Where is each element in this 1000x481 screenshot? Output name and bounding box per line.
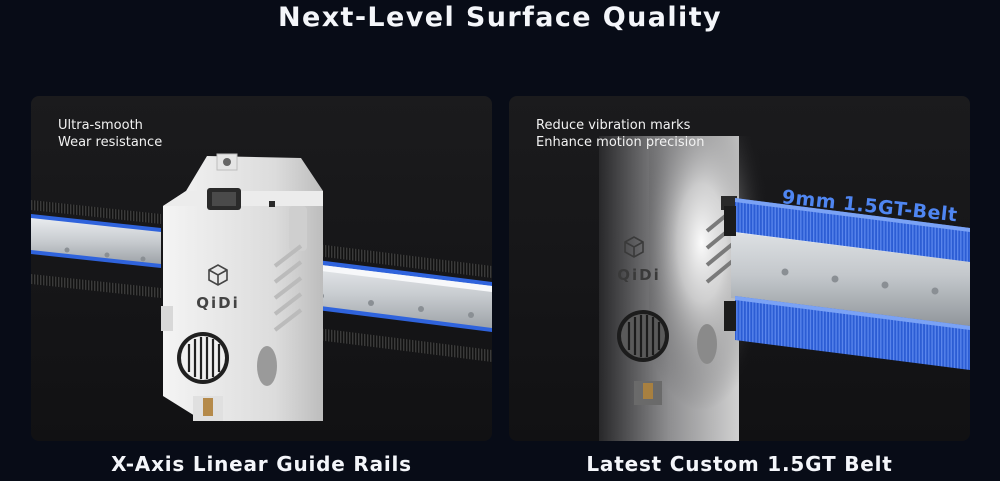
- fan-grille-icon-faded: [617, 310, 669, 362]
- feature-notes-rails: Ultra-smooth Wear resistance: [58, 117, 162, 151]
- note-reduce-vibration: Reduce vibration marks: [536, 118, 691, 133]
- toolhead-body-faded: [599, 136, 774, 441]
- qidi-logo: [208, 264, 228, 286]
- belt-illustration: QiDi: [599, 136, 970, 441]
- left-belt-lower: [31, 274, 161, 298]
- feature-card-belt: QiDi: [509, 96, 970, 441]
- left-belt-upper: [31, 200, 161, 224]
- section-headline: Next-Level Surface Quality: [278, 2, 722, 33]
- fan-grille-icon: [177, 332, 229, 384]
- right-belt-lower: [285, 324, 492, 362]
- caption-custom-belt: Latest Custom 1.5GT Belt: [586, 452, 893, 476]
- note-wear-resistance: Wear resistance: [58, 135, 163, 150]
- blue-belt-lower: [735, 296, 970, 370]
- qidi-logo-text-faded: QiDi: [617, 266, 661, 284]
- toolhead-body: [163, 153, 323, 421]
- left-rail: [31, 214, 161, 268]
- caption-linear-rails: X-Axis Linear Guide Rails: [111, 452, 412, 476]
- feature-card-linear-rails: QiDi Ultra-smooth Wear resistance: [31, 96, 492, 441]
- qidi-logo-text: QiDi: [196, 294, 240, 312]
- linear-rail-illustration: QiDi: [31, 153, 492, 421]
- blue-belt-upper: [735, 198, 970, 262]
- note-motion-precision: Enhance motion precision: [536, 135, 705, 150]
- qidi-logo-faded: [624, 236, 644, 258]
- note-ultra-smooth: Ultra-smooth: [58, 118, 143, 133]
- right-rail: [285, 256, 492, 332]
- feature-notes-belt: Reduce vibration marks Enhance motion pr…: [536, 117, 704, 151]
- right-belt-upper: [285, 240, 492, 278]
